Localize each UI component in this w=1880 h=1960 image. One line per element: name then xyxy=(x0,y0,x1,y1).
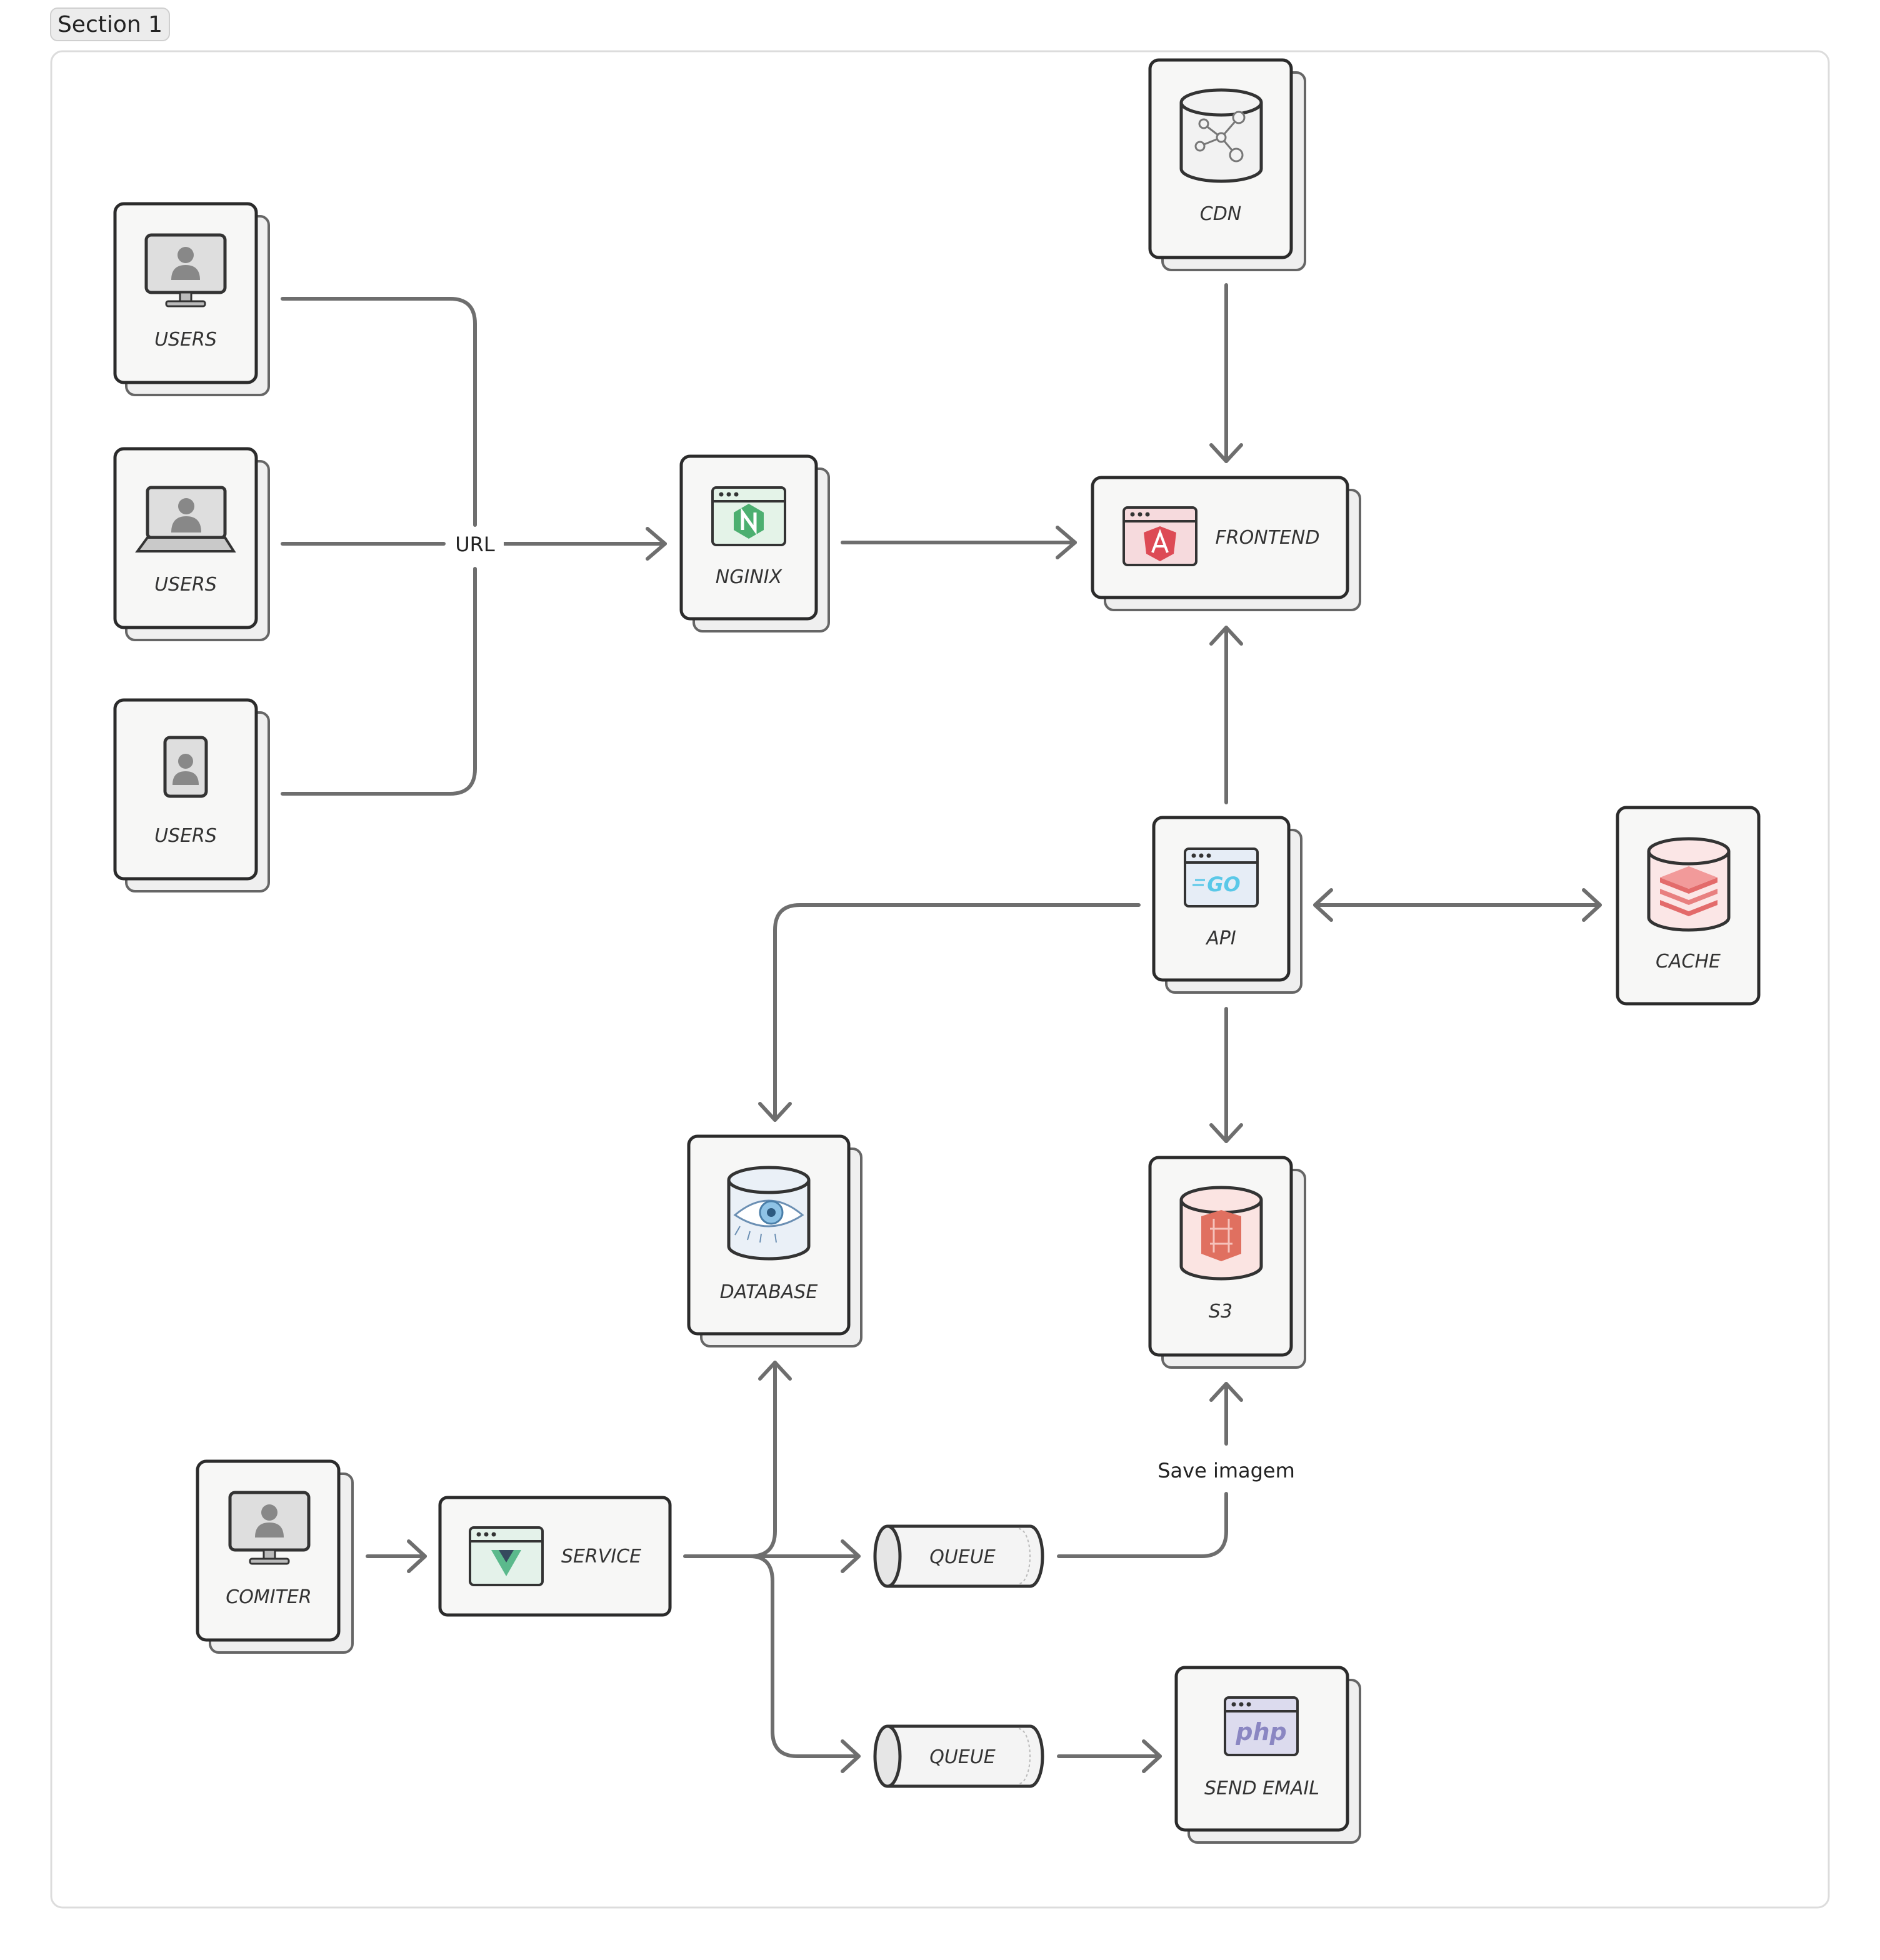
save-imagem-label[interactable]: Save imagem xyxy=(1158,1459,1295,1482)
angular-icon xyxy=(1122,506,1198,566)
php-icon-text: php xyxy=(1235,1718,1286,1746)
node-cache[interactable]: CACHE xyxy=(1616,806,1761,1006)
queue2-label: QUEUE xyxy=(929,1746,995,1768)
desktop-user-icon xyxy=(228,1491,311,1565)
queue-cylinder-icon xyxy=(873,1524,1044,1588)
edge-queue1-to-s3[interactable] xyxy=(1057,1492,1228,1558)
node-queue-1[interactable]: QUEUE xyxy=(873,1524,1044,1588)
node-comiter[interactable]: COMITER xyxy=(196,1459,354,1654)
frontend-label: FRONTEND xyxy=(1216,527,1320,549)
nginx-icon xyxy=(711,486,786,546)
php-icon: php xyxy=(1224,1696,1299,1756)
cdn-database-icon xyxy=(1179,88,1263,183)
arrow-head-s3-bottom xyxy=(1209,1382,1243,1402)
arrow-head-cache-left xyxy=(1582,888,1602,922)
service-label: SERVICE xyxy=(561,1546,641,1568)
users-desktop-label: USERS xyxy=(154,329,217,351)
arrow-head-queue2 xyxy=(841,1739,861,1773)
node-database[interactable]: DATABASE xyxy=(687,1134,862,1348)
arrow-head-nginx xyxy=(646,527,667,561)
edges: URL Save imagem xyxy=(281,283,1602,1773)
queue-cylinder-icon xyxy=(873,1724,1044,1788)
send-email-label: SEND EMAIL xyxy=(1204,1778,1319,1799)
url-label[interactable]: URL xyxy=(455,532,495,556)
section-title[interactable]: Section 1 xyxy=(50,8,170,41)
node-users-laptop[interactable]: USERS xyxy=(113,447,270,641)
queue1-label: QUEUE xyxy=(929,1546,995,1568)
s3-bucket-icon xyxy=(1179,1186,1263,1281)
edge-service-to-queue2[interactable] xyxy=(748,1554,861,1758)
redis-icon xyxy=(1647,837,1731,932)
section-frame xyxy=(50,50,1830,1909)
laptop-user-icon xyxy=(135,486,236,552)
node-s3[interactable]: S3 xyxy=(1148,1156,1306,1369)
api-label: API xyxy=(1205,928,1236,949)
node-cdn[interactable]: CDN xyxy=(1148,58,1306,271)
database-label: DATABASE xyxy=(720,1281,818,1303)
edge-service-to-database[interactable] xyxy=(683,1361,777,1558)
s3-label: S3 xyxy=(1209,1301,1232,1322)
go-icon-text: GO xyxy=(1207,872,1240,896)
arrow-head-frontend-bottom xyxy=(1209,626,1243,646)
node-api[interactable]: GO API xyxy=(1152,816,1302,994)
edge-api-to-database[interactable] xyxy=(773,903,1141,1122)
arrow-head-database-top xyxy=(758,1102,792,1122)
node-users-mobile[interactable]: USERS xyxy=(113,698,270,892)
arrow-head-s3-top xyxy=(1209,1123,1243,1143)
cdn-label: CDN xyxy=(1200,203,1242,225)
vue-icon xyxy=(469,1526,544,1586)
cache-label: CACHE xyxy=(1656,951,1721,972)
cassandra-eye-icon xyxy=(727,1166,811,1261)
node-frontend[interactable]: FRONTEND xyxy=(1091,476,1361,611)
nginx-label: NGINIX xyxy=(716,566,783,588)
arrow-head-database-bottom xyxy=(758,1361,792,1381)
arrow-head-queue1 xyxy=(841,1539,861,1573)
arrow-head-service xyxy=(407,1539,427,1573)
node-queue-2[interactable]: QUEUE xyxy=(873,1724,1044,1788)
comiter-label: COMITER xyxy=(226,1586,311,1608)
mobile-user-icon xyxy=(163,736,208,798)
node-send-email[interactable]: php SEND EMAIL xyxy=(1174,1666,1361,1844)
arrow-head-frontend-left xyxy=(1056,526,1077,559)
desktop-user-icon xyxy=(144,233,227,308)
users-laptop-label: USERS xyxy=(154,574,217,596)
arrow-head-api-right xyxy=(1313,888,1333,922)
node-service[interactable]: SERVICE xyxy=(438,1496,672,1617)
arrow-head-send-email xyxy=(1142,1739,1162,1773)
edge-users-mobile[interactable] xyxy=(281,567,477,796)
node-users-desktop[interactable]: USERS xyxy=(113,202,270,396)
users-mobile-label: USERS xyxy=(154,825,217,847)
go-icon: GO xyxy=(1184,848,1259,908)
arrow-head-frontend-top xyxy=(1209,443,1243,463)
node-nginx[interactable]: NGINIX xyxy=(679,454,830,632)
url-label-bg xyxy=(448,528,504,559)
edge-users-desktop[interactable] xyxy=(281,297,477,527)
